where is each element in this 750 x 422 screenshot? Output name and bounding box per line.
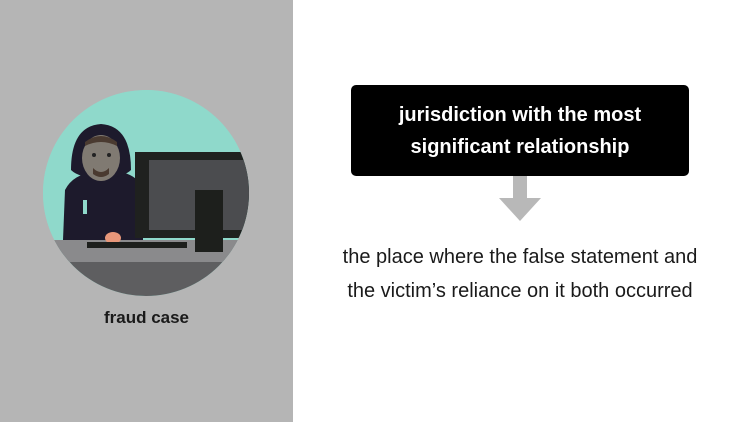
- hooded-person-computer-icon: [43, 90, 249, 296]
- down-arrow-icon: [499, 176, 541, 221]
- description-text: the place where the false statement and …: [342, 246, 698, 302]
- jurisdiction-title: jurisdiction with the most significant r…: [398, 103, 642, 158]
- left-panel: fraud case: [0, 0, 293, 422]
- jurisdiction-box: jurisdiction with the most significant r…: [351, 85, 689, 176]
- illustration-caption: fraud case: [103, 308, 190, 327]
- fraud-illustration: [43, 90, 249, 296]
